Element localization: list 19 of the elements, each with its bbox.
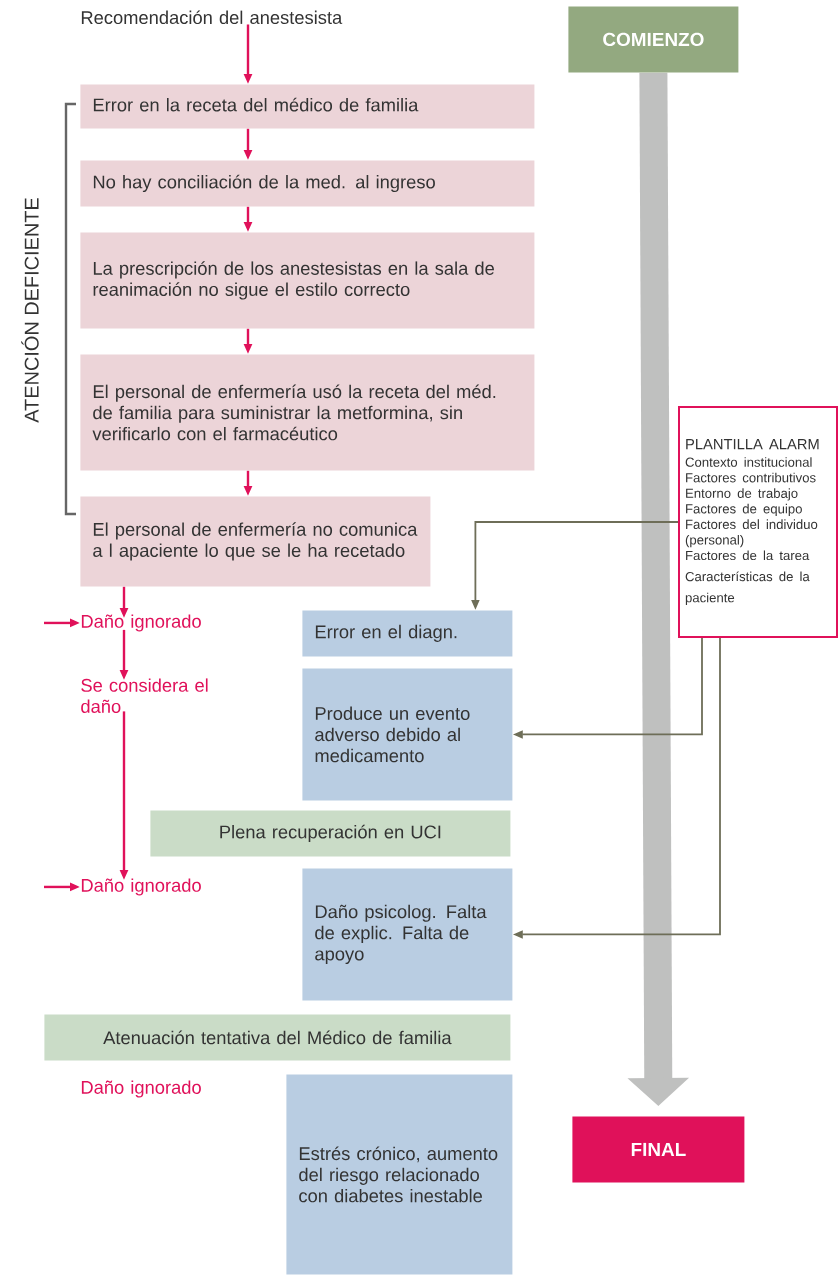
process-box: La prescripción de los anestesistas en la sala de reanimación no sigue el estilo correcto: [80, 232, 535, 329]
side-label: ATENCIÓN DEFICIENTE: [21, 198, 39, 423]
outcome-text: Se considera el daño: [81, 678, 208, 713]
outcome-text: Daño ignorado: [81, 614, 201, 632]
action-box: Atenuación tentativa del Médico de familia: [44, 1014, 511, 1061]
process-box: No hay conciliación de la med. al ingreso: [80, 160, 535, 207]
process-box: El personal de enfermería no comunica a l apaciente lo que se le ha recetado: [80, 496, 431, 587]
end-box: FINAL: [572, 1116, 745, 1183]
outcome-box: Produce un evento adverso debido al medicamento: [302, 668, 513, 801]
start-box: COMIENZO: [568, 6, 739, 73]
action-box: Plena recuperación en UCI: [150, 810, 511, 857]
outcome-box: Error en el diagn.: [302, 610, 513, 657]
process-box: El personal de enfermería usó la receta del méd. de familia para suministrar la metformina, sin verificarlo con el farmacéutico: [80, 354, 535, 471]
process-box: Error en la receta del médico de familia: [80, 84, 535, 129]
outcome-box: Daño psicolog. Falta de explic. Falta de apoyo: [302, 868, 513, 1001]
outcome-text: Daño ignorado: [81, 878, 201, 896]
step-text: Recomendación del anestesista: [81, 10, 343, 25]
outcome-text: Daño ignorado: [81, 1080, 201, 1098]
outcome-box: Estrés crónico, aumento del riesgo relacionado con diabetes inestable: [286, 1074, 513, 1275]
